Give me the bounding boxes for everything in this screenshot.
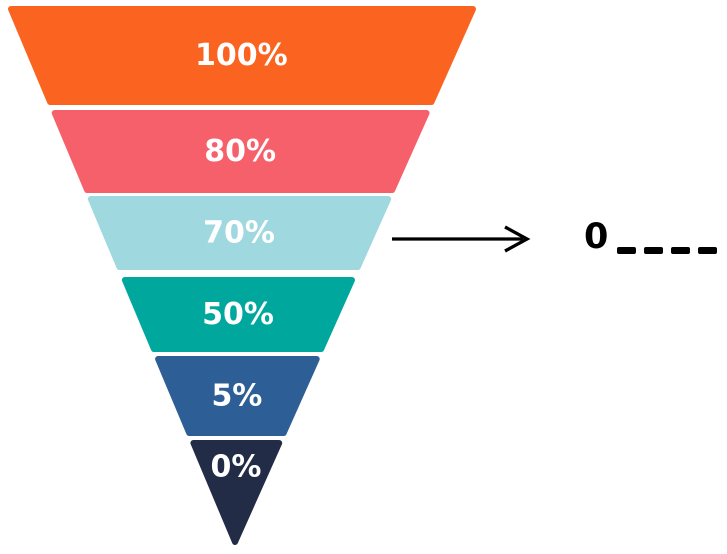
annotation-value: 0 xyxy=(584,217,609,257)
funnel-stage-label: 100% xyxy=(195,38,288,73)
funnel-stage-label: 5% xyxy=(211,379,262,414)
funnel-stage-label: 80% xyxy=(204,134,276,169)
annotation-dash xyxy=(644,247,664,254)
funnel-stage-label: 70% xyxy=(203,216,275,251)
funnel-stage-label: 0% xyxy=(211,450,262,485)
annotation-dash xyxy=(698,247,718,254)
annotation-dash xyxy=(671,247,691,254)
annotation-dash xyxy=(617,247,637,254)
arrow-head-icon xyxy=(504,225,531,253)
funnel-stage xyxy=(87,196,392,270)
funnel-stage xyxy=(8,6,476,105)
annotation-dash-row xyxy=(617,247,718,254)
funnel-stage xyxy=(155,356,320,436)
funnel-stage xyxy=(121,277,355,352)
annotation: 0 xyxy=(584,217,718,257)
funnel-stage xyxy=(51,110,430,193)
funnel-stage xyxy=(190,440,283,545)
funnel-stage-label: 50% xyxy=(202,297,274,332)
